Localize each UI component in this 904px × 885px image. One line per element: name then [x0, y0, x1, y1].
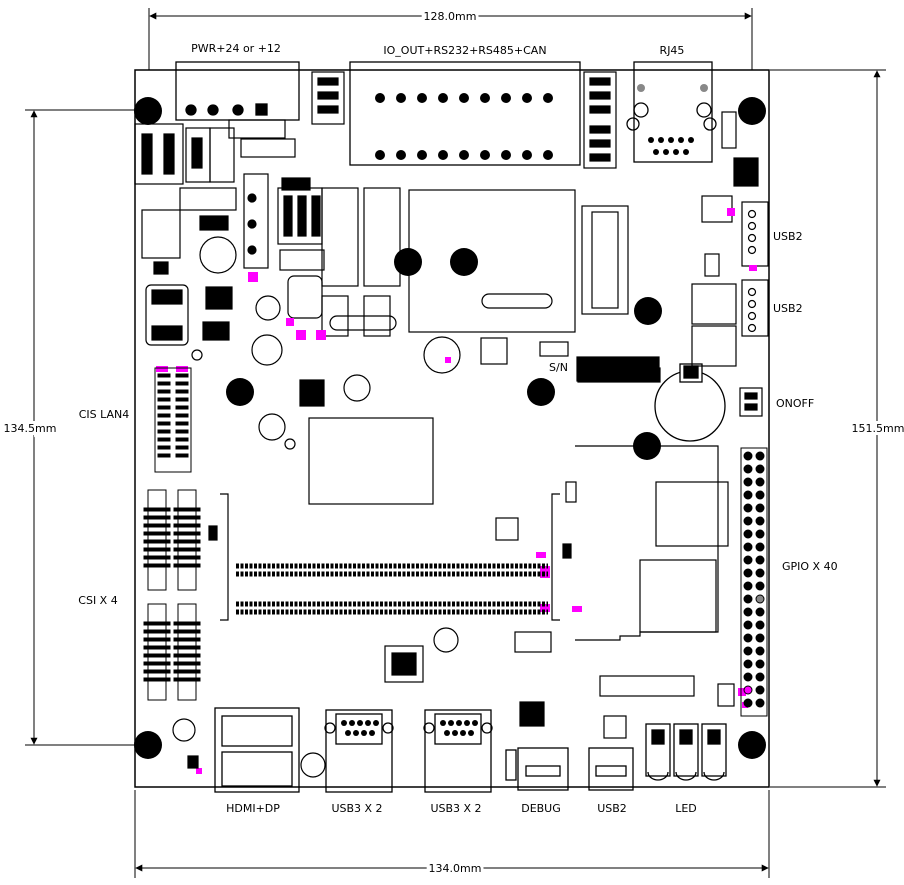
csi-label: CSI X 4 — [78, 594, 117, 607]
hdmi-connector — [214, 707, 300, 793]
dimension-right-label: 151.5mm — [852, 422, 904, 435]
gpio-label: GPIO X 40 — [782, 560, 838, 573]
dimension-left — [25, 109, 145, 746]
io-connector-label: IO_OUT+RS232+RS485+CAN — [383, 44, 546, 57]
usb2-mid-label: USB2 — [773, 302, 803, 315]
power-connector-label: PWR+24 or +12 — [191, 42, 281, 55]
left-top-components — [134, 119, 296, 366]
coin-cell — [654, 363, 726, 442]
right-side-components — [691, 111, 769, 417]
rj45-label: RJ45 — [660, 44, 685, 57]
sn-label: S/N — [549, 361, 568, 374]
usb2-bottom-label: USB2 — [597, 802, 627, 815]
hdmi-label: HDMI+DP — [226, 802, 280, 815]
io-connector — [349, 61, 581, 166]
csi-header-lower — [143, 603, 201, 701]
bottom-components — [172, 627, 735, 778]
center-components — [258, 177, 661, 505]
dimension-right — [770, 69, 886, 788]
usb2-top-label: USB2 — [773, 230, 803, 243]
memory-slot — [208, 493, 572, 621]
usb3-b-label: USB3 X 2 — [430, 802, 481, 815]
debug-label: DEBUG — [521, 802, 561, 815]
dimension-bottom-label: 134.0mm — [429, 862, 482, 875]
usb3-a-label: USB3 X 2 — [331, 802, 382, 815]
io-side-pads — [311, 71, 617, 169]
board-outline — [134, 69, 770, 788]
usb3-connector-b — [423, 709, 493, 793]
usb3-connector-a — [324, 709, 394, 793]
usb2-bottom-connector — [588, 747, 634, 791]
rj45-connector — [626, 61, 717, 163]
mounting-holes — [134, 97, 766, 759]
gpio-header — [740, 447, 768, 717]
led-array — [645, 723, 727, 781]
dimension-bottom — [134, 790, 770, 878]
onoff-label: ONOFF — [776, 397, 814, 410]
cis-label: CIS LAN4 — [79, 408, 130, 421]
csi-header-upper — [143, 489, 201, 591]
cis-header — [154, 367, 192, 473]
led-label: LED — [675, 802, 697, 815]
dimension-top-label: 128.0mm — [424, 10, 477, 23]
module-area — [495, 445, 729, 641]
debug-connector — [505, 747, 569, 791]
power-connector — [175, 61, 300, 121]
dimension-left-label: 134.5mm — [4, 422, 57, 435]
